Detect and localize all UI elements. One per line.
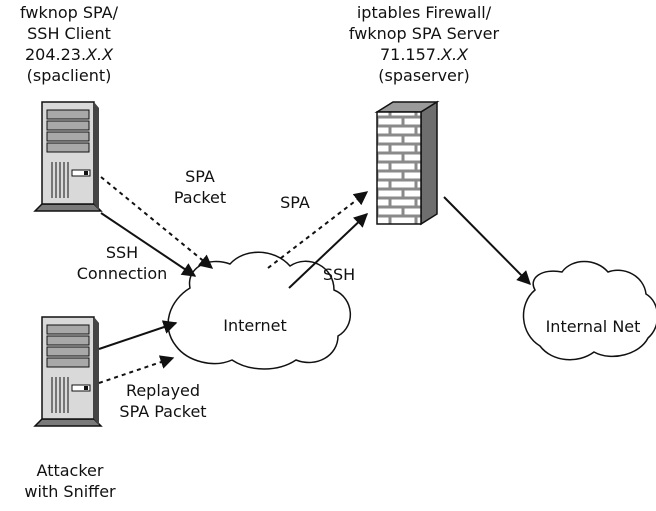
replayed-label-line1: Replayed [125, 381, 201, 400]
internal-net-label-text: Internal Net [545, 317, 641, 336]
spa-label: SPA [270, 192, 320, 213]
spa-label-text: SPA [280, 193, 310, 212]
client-ip-prefix: 204.23. [24, 45, 87, 64]
ssh-arrow [288, 213, 369, 289]
server-ip-prefix: 71.157. [379, 45, 442, 64]
server-host: (spaserver) [378, 66, 470, 85]
replayed-label-line2: SPA Packet [119, 402, 207, 421]
ssh-label: SSH [316, 264, 362, 285]
attacker-label-line2: with Sniffer [24, 482, 116, 501]
spa-packet-label: SPA Packet [160, 166, 240, 208]
client-server-icon [33, 101, 103, 212]
client-ip: 204.23.X.X [0, 44, 138, 65]
internet-label: Internet [205, 315, 305, 336]
attacker-sniff-arrow [98, 320, 178, 350]
attacker-server-icon [33, 316, 103, 427]
server-ip: 71.157.X.X [326, 44, 522, 65]
server-ip-suffix: X.X [441, 45, 469, 64]
internal-link-arrow [443, 196, 531, 285]
ssh-label-text: SSH [322, 265, 356, 284]
server-name-line2: fwknop SPA Server [348, 24, 500, 43]
internet-cloud [167, 251, 352, 370]
internet-label-text: Internet [223, 316, 287, 335]
attacker-label: Attacker with Sniffer [10, 460, 130, 502]
ssh-connection-label-line1: SSH [105, 243, 139, 262]
spa-packet-label-line2: Packet [173, 188, 227, 207]
client-ip-suffix: X.X [86, 45, 114, 64]
attacker-label-line1: Attacker [36, 461, 104, 480]
spa-arrow [267, 191, 369, 269]
firewall-icon [374, 100, 440, 226]
ssh-connection-label-line2: Connection [76, 264, 168, 283]
ssh-connection-arrow [100, 212, 197, 277]
replayed-spa-arrow [98, 355, 175, 384]
ssh-connection-label: SSH Connection [72, 242, 172, 284]
internal-net-label: Internal Net [530, 316, 656, 337]
client-label: fwknop SPA/ SSH Client 204.23.X.X (spacl… [0, 2, 138, 86]
internal-net-cloud [522, 260, 656, 361]
server-name-line1: iptables Firewall/ [356, 3, 492, 22]
replayed-label: Replayed SPA Packet [108, 380, 218, 422]
client-host: (spaclient) [26, 66, 112, 85]
client-name-line2: SSH Client [27, 24, 111, 43]
client-name-line1: fwknop SPA/ [20, 3, 118, 22]
spa-packet-label-line1: SPA [185, 167, 215, 186]
server-label: iptables Firewall/ fwknop SPA Server 71.… [326, 2, 522, 86]
